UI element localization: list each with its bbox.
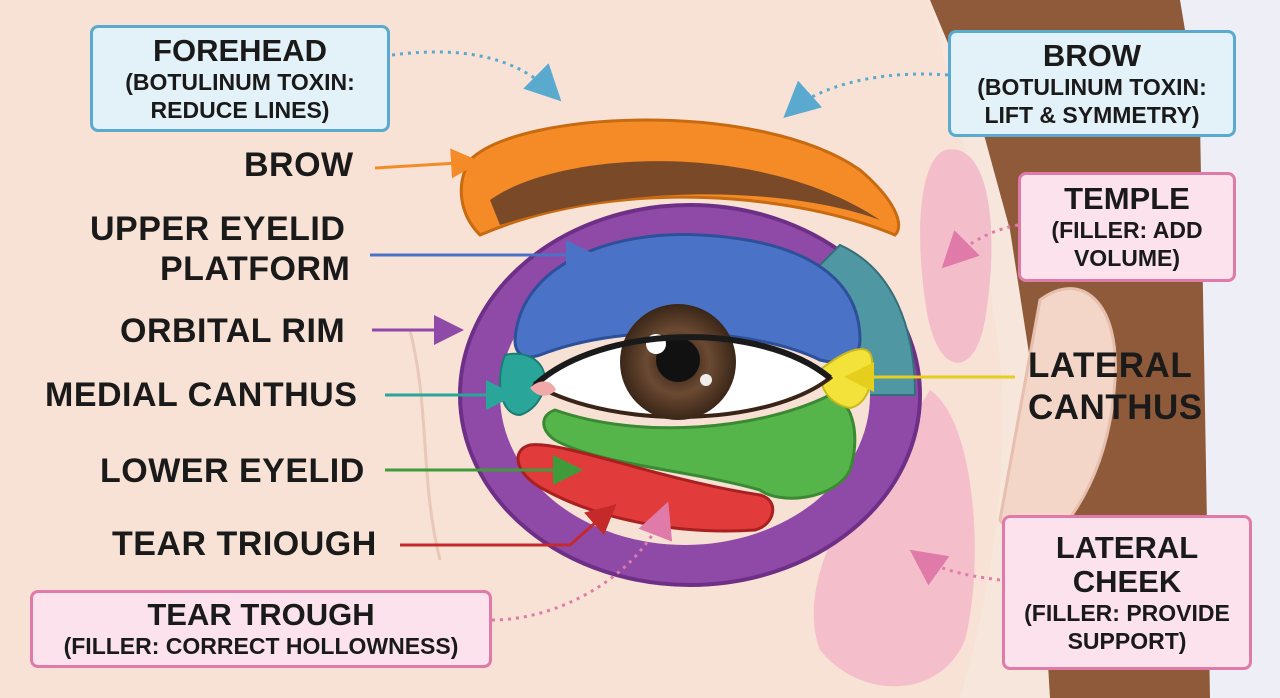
tear-trough-callout-arrow <box>491 501 673 622</box>
callout-lateral-cheek-line1: (FILLER: PROVIDE <box>1024 599 1230 626</box>
callout-forehead: FOREHEAD (BOTULINUM TOXIN: REDUCE LINES) <box>90 25 390 132</box>
callout-brow-line2: LIFT & SYMMETRY) <box>984 101 1200 128</box>
label-medial-canthus: MEDIAL CANTHUS <box>45 376 358 414</box>
lash-line <box>532 334 832 388</box>
callout-temple-line1: (FILLER: ADD <box>1051 217 1203 243</box>
upper-eyelid-region <box>513 232 862 364</box>
label-lateral-canthus-line2: CANTHUS <box>1028 388 1203 427</box>
lateral-cheek-callout-arrow <box>909 549 1001 586</box>
callout-tear-trough: TEAR TROUGH (FILLER: CORRECT HOLLOWNESS) <box>30 590 492 668</box>
callout-lateral-cheek-title2: CHEEK <box>1072 563 1182 599</box>
callout-lateral-cheek: LATERAL CHEEK (FILLER: PROVIDE SUPPORT) <box>1002 515 1252 670</box>
label-orbital-rim: ORBITAL RIM <box>120 312 346 350</box>
label-lateral-canthus-line1: LATERAL <box>1028 346 1193 385</box>
callout-brow: BROW (BOTULINUM TOXIN: LIFT & SYMMETRY) <box>948 30 1236 137</box>
callout-lateral-cheek-title1: LATERAL <box>1055 529 1199 565</box>
eye-highlight-small <box>700 374 712 386</box>
pupil <box>656 338 700 382</box>
lateral-cheek-region <box>813 390 975 687</box>
lower-eyelid-region <box>542 393 857 500</box>
label-upper-eyelid-line2: PLATFORM <box>160 250 351 288</box>
callout-brow-title: BROW <box>1042 37 1142 73</box>
label-tear-trough: TEAR TRIOUGH <box>112 525 377 563</box>
callout-temple: TEMPLE (FILLER: ADD VOLUME) <box>1018 172 1236 282</box>
tear-duct <box>530 381 556 396</box>
callout-lateral-cheek-line2: SUPPORT) <box>1067 627 1187 654</box>
callout-brow-line1: (BOTULINUM TOXIN: <box>977 73 1207 100</box>
brow-hair <box>490 161 880 225</box>
label-brow: BROW <box>244 146 354 184</box>
nose-contour <box>408 329 442 561</box>
callout-forehead-title: FOREHEAD <box>153 32 327 68</box>
callout-temple-title: TEMPLE <box>1064 181 1190 216</box>
callout-forehead-line2: REDUCE LINES) <box>150 96 330 123</box>
callout-temple-line2: VOLUME) <box>1073 245 1181 271</box>
callout-forehead-line1: (BOTULINUM TOXIN: <box>125 68 355 95</box>
label-upper-eyelid-line1: UPPER EYELID <box>90 210 346 248</box>
callout-tear-trough-title: TEAR TROUGH <box>147 597 375 632</box>
forehead-callout-arrow <box>391 50 562 102</box>
label-lower-eyelid: LOWER EYELID <box>100 452 365 490</box>
brow-arrow <box>374 148 481 179</box>
tear-trough-arrow <box>400 504 617 547</box>
callout-tear-trough-line1: (FILLER: CORRECT HOLLOWNESS) <box>63 633 459 659</box>
temple-callout-arrow <box>941 223 1019 269</box>
